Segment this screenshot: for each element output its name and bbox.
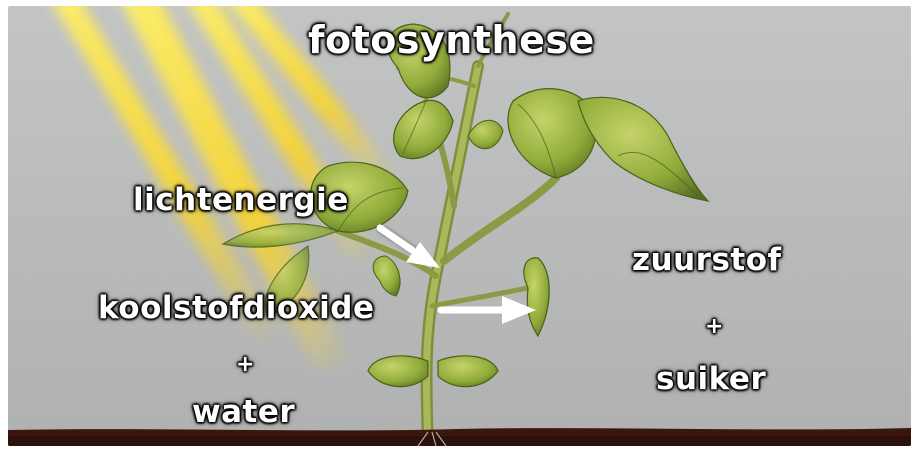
label-sugar: suiker bbox=[656, 361, 766, 397]
label-oxygen: zuurstof bbox=[632, 242, 782, 278]
diagram-frame: fotosynthese lichtenergie koolstofdioxid… bbox=[8, 6, 911, 446]
diagram-title: fotosynthese bbox=[308, 18, 595, 62]
label-light-energy: lichtenergie bbox=[133, 182, 349, 218]
label-plus-inputs: + bbox=[236, 352, 255, 377]
label-plus-outputs: + bbox=[705, 314, 724, 339]
soil-base bbox=[8, 436, 911, 446]
label-water: water bbox=[192, 394, 295, 430]
illustration bbox=[8, 6, 911, 446]
label-carbon-dioxide: koolstofdioxide bbox=[98, 290, 375, 326]
